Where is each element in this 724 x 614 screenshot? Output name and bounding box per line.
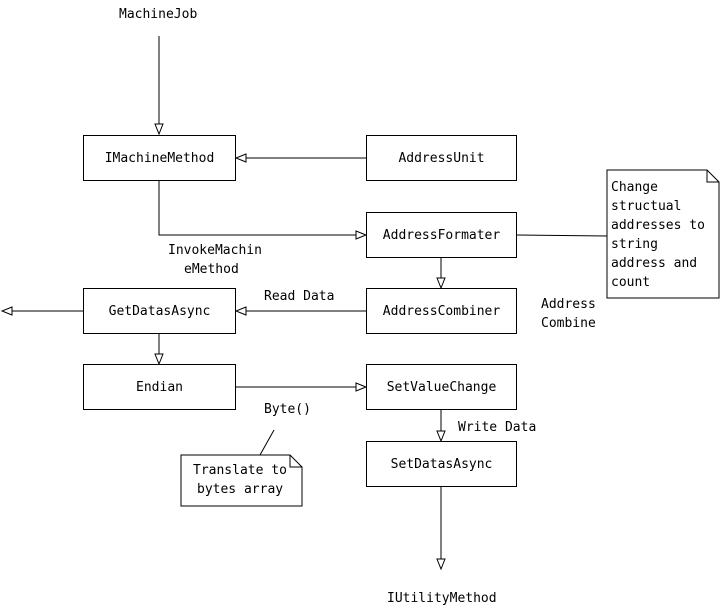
note-change-fold [706, 170, 719, 183]
note-line: bytes array [197, 482, 284, 497]
note-translate-fold [289, 455, 302, 468]
node-label: SetValueChange [386, 379, 497, 395]
label-invoke-line2: eMethod [184, 262, 239, 277]
label-byte: Byte() [264, 402, 311, 417]
node-label: AddressCombiner [382, 303, 501, 319]
note-line: string [611, 237, 658, 252]
node-endian: Endian [83, 364, 236, 410]
note-line: address and [611, 256, 698, 271]
node-label: IMachineMethod [104, 150, 215, 166]
connector-addressformater-to-change-note [516, 234, 608, 237]
node-label: AddressFormater [382, 227, 501, 243]
note-line: count [611, 275, 651, 290]
note-translate-shape [180, 454, 303, 507]
node-get-datas-async: GetDatasAsync [83, 288, 236, 334]
label-machine-job: MachineJob [119, 7, 198, 22]
note-line: structual [611, 199, 682, 214]
node-label: SetDatasAsync [390, 456, 493, 472]
node-imachine-method: IMachineMethod [83, 135, 236, 181]
label-invoke-line1: InvokeMachin [168, 243, 262, 258]
connector-translate-note-to-byte [259, 429, 275, 456]
node-set-datas-async: SetDatasAsync [366, 441, 517, 487]
label-read-data: Read Data [264, 289, 335, 304]
label-address-combine-line1: Address [541, 297, 596, 312]
label-iutility-method: IUtilityMethod [387, 591, 497, 606]
node-label: GetDatasAsync [108, 303, 211, 319]
node-label: AddressUnit [398, 150, 485, 166]
note-change-shape [606, 169, 720, 299]
node-address-formater: AddressFormater [366, 212, 517, 258]
note-line: Change [611, 180, 658, 195]
label-address-combine-line2: Combine [541, 316, 596, 331]
note-line: addresses to [611, 218, 705, 233]
node-label: Endian [136, 379, 183, 395]
note-line: Translate to [193, 463, 287, 478]
node-address-combiner: AddressCombiner [366, 288, 517, 334]
label-write-data: Write Data [458, 420, 537, 435]
node-address-unit: AddressUnit [366, 135, 517, 181]
node-set-value-change: SetValueChange [366, 364, 517, 410]
arrow-imachinemethod-to-addressformater [158, 181, 366, 235]
